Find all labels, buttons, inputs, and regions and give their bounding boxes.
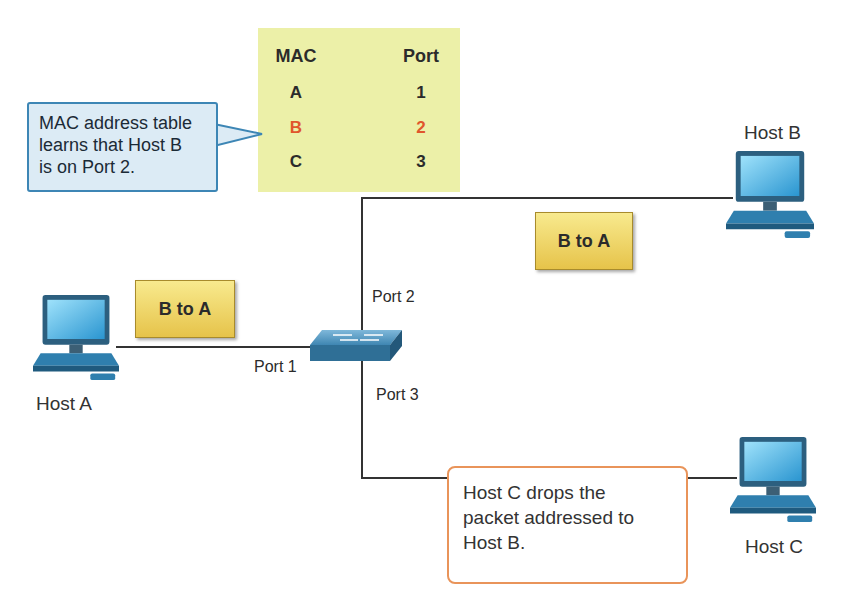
port-label: Port 1 [254, 358, 297, 376]
host-computer [726, 151, 814, 238]
note-box: Host C drops the packet addressed to Hos… [447, 466, 688, 584]
node-text: B to A [558, 231, 610, 252]
node-text: MAC address table learns that Host B is … [39, 112, 195, 178]
callout-pointer [214, 124, 262, 146]
frame-box: B to A [135, 280, 235, 338]
node-text: B to A [159, 299, 211, 320]
table-cell: B [290, 118, 302, 138]
host-label: Host A [36, 393, 92, 415]
ethernet-wires [116, 198, 737, 478]
host-label: Host C [745, 536, 803, 558]
mac-table [258, 28, 460, 192]
table-header: MAC [276, 46, 317, 67]
host-label: Host B [744, 122, 801, 144]
table-cell: C [290, 152, 302, 172]
frame-box: B to A [535, 212, 633, 270]
switch-icon [310, 330, 402, 361]
table-header: Port [403, 46, 439, 67]
table-cell: 1 [416, 83, 425, 103]
port-label: Port 3 [376, 386, 419, 404]
table-cell: A [290, 83, 302, 103]
host-computer [33, 295, 119, 380]
port-label: Port 2 [372, 288, 415, 306]
callout-box: MAC address table learns that Host B is … [27, 102, 218, 192]
node-text: Host C drops the packet addressed to Hos… [463, 480, 648, 555]
table-cell: 3 [416, 152, 425, 172]
table-cell: 2 [416, 118, 425, 138]
host-computer [730, 437, 816, 522]
